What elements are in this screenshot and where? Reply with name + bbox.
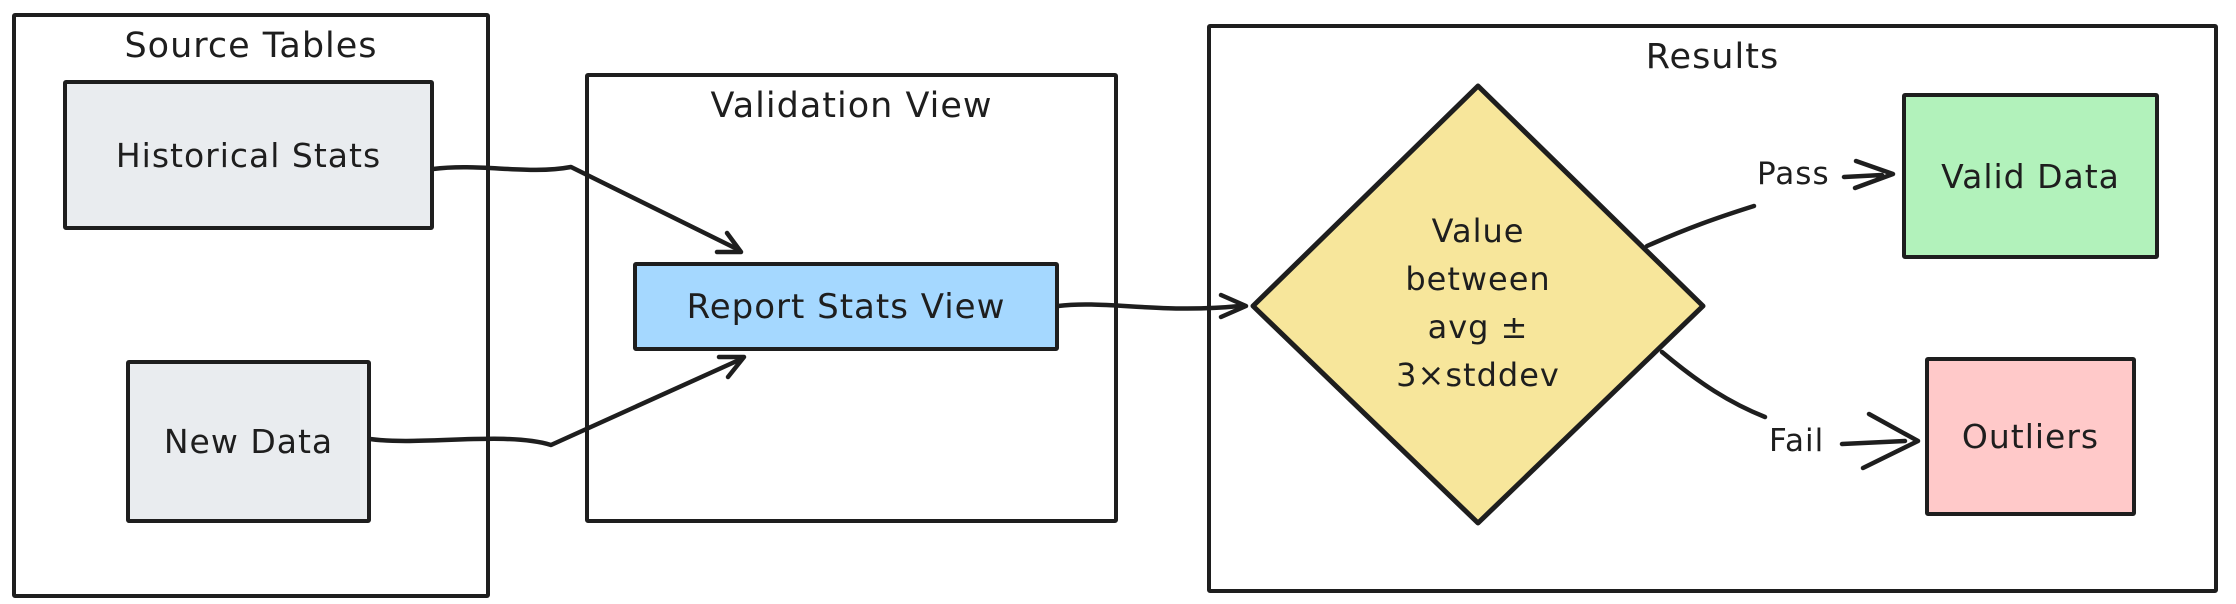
source-tables-container: Source Tables bbox=[12, 13, 490, 598]
new-data-node: New Data bbox=[126, 360, 371, 523]
fail-edge-label: Fail bbox=[1769, 423, 1825, 459]
decision-line-3: avg ± bbox=[1427, 308, 1529, 346]
valid-data-label: Valid Data bbox=[1941, 156, 2120, 196]
results-title: Results bbox=[1645, 37, 1780, 77]
decision-line-4: 3×stddev bbox=[1396, 356, 1560, 394]
new-data-label: New Data bbox=[163, 422, 334, 461]
validation-view-title: Validation View bbox=[710, 86, 993, 126]
validation-view-container: Validation View bbox=[585, 73, 1118, 523]
decision-line-1: Value bbox=[1431, 212, 1525, 250]
historical-stats-label: Historical Stats bbox=[115, 135, 382, 175]
decision-diamond-label: Value between avg ± 3×stddev bbox=[1318, 207, 1638, 399]
pass-edge-label: Pass bbox=[1757, 156, 1830, 192]
report-stats-view-node: Report Stats View bbox=[633, 262, 1059, 351]
outliers-node: Outliers bbox=[1925, 357, 2136, 516]
report-stats-view-label: Report Stats View bbox=[686, 286, 1006, 327]
historical-stats-node: Historical Stats bbox=[63, 80, 434, 230]
outliers-label: Outliers bbox=[1961, 417, 2100, 456]
decision-line-2: between bbox=[1405, 260, 1551, 298]
valid-data-node: Valid Data bbox=[1902, 93, 2159, 259]
source-tables-title: Source Tables bbox=[124, 26, 378, 66]
